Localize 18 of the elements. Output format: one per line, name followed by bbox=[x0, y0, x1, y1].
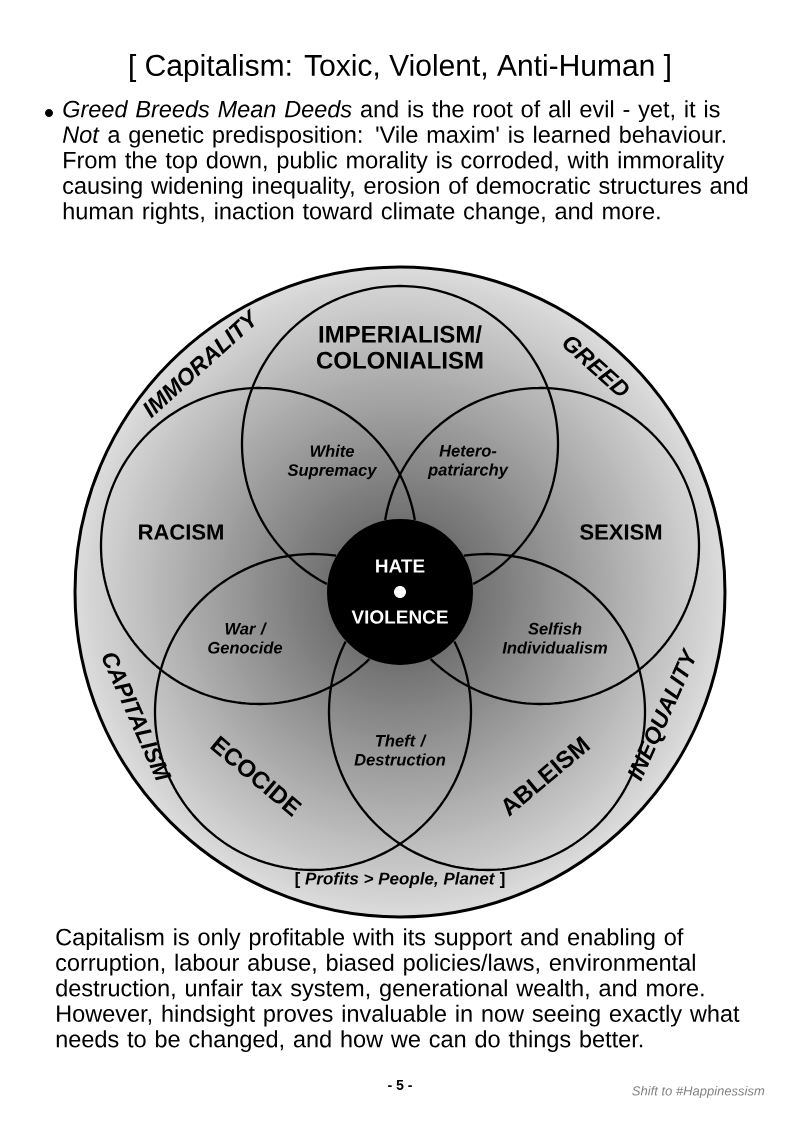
overlap-label: War / Genocide bbox=[208, 622, 283, 654]
center-circle bbox=[327, 519, 473, 665]
outer-circle bbox=[73, 265, 727, 919]
paragraph: Capitalism is only profitable with its support and enabling of corruption, labour abuse, biased policies/laws, environmental destruction, unfair tax system, generational wealth, and more. However, hindsight proves invaluable in now seeing exactly what needs to be changed, and how we can do things better. bbox=[56, 928, 740, 1053]
page-number: - 5 - bbox=[388, 1080, 412, 1090]
circle-label: IMPERIALISM/ COLONIALISM bbox=[317, 325, 483, 369]
overlap-label: Theft / Destruction bbox=[354, 734, 446, 766]
title: [ Capitalism: Toxic, Violent, Anti-Human ] bbox=[130, 54, 670, 82]
footer-text: Shift to #Happinessism bbox=[632, 1085, 765, 1099]
center-label: VIOLENCE bbox=[351, 610, 448, 624]
center-label: HATE bbox=[376, 559, 425, 573]
overlap-label: Selfish Individualism bbox=[502, 622, 608, 654]
overlap-label: White Supremacy bbox=[287, 444, 378, 480]
ring-label: [ Profits > People, Planet ] bbox=[295, 872, 505, 888]
paragraph: Greed Breeds Mean Deeds and is the root of all evil - yet, it is Not a genetic predisposition: 'Vile maxim' is learned behaviour. From the top down, public morality is corroded, with immorality causing widening inequality, erosion of democratic structures and human rights, inaction toward climate change, and more. bbox=[62, 100, 748, 225]
circle-label: RACISM bbox=[139, 524, 223, 540]
overlap-label: Hetero- patriarchy bbox=[427, 445, 509, 479]
circle-label: SEXISM bbox=[580, 524, 662, 540]
